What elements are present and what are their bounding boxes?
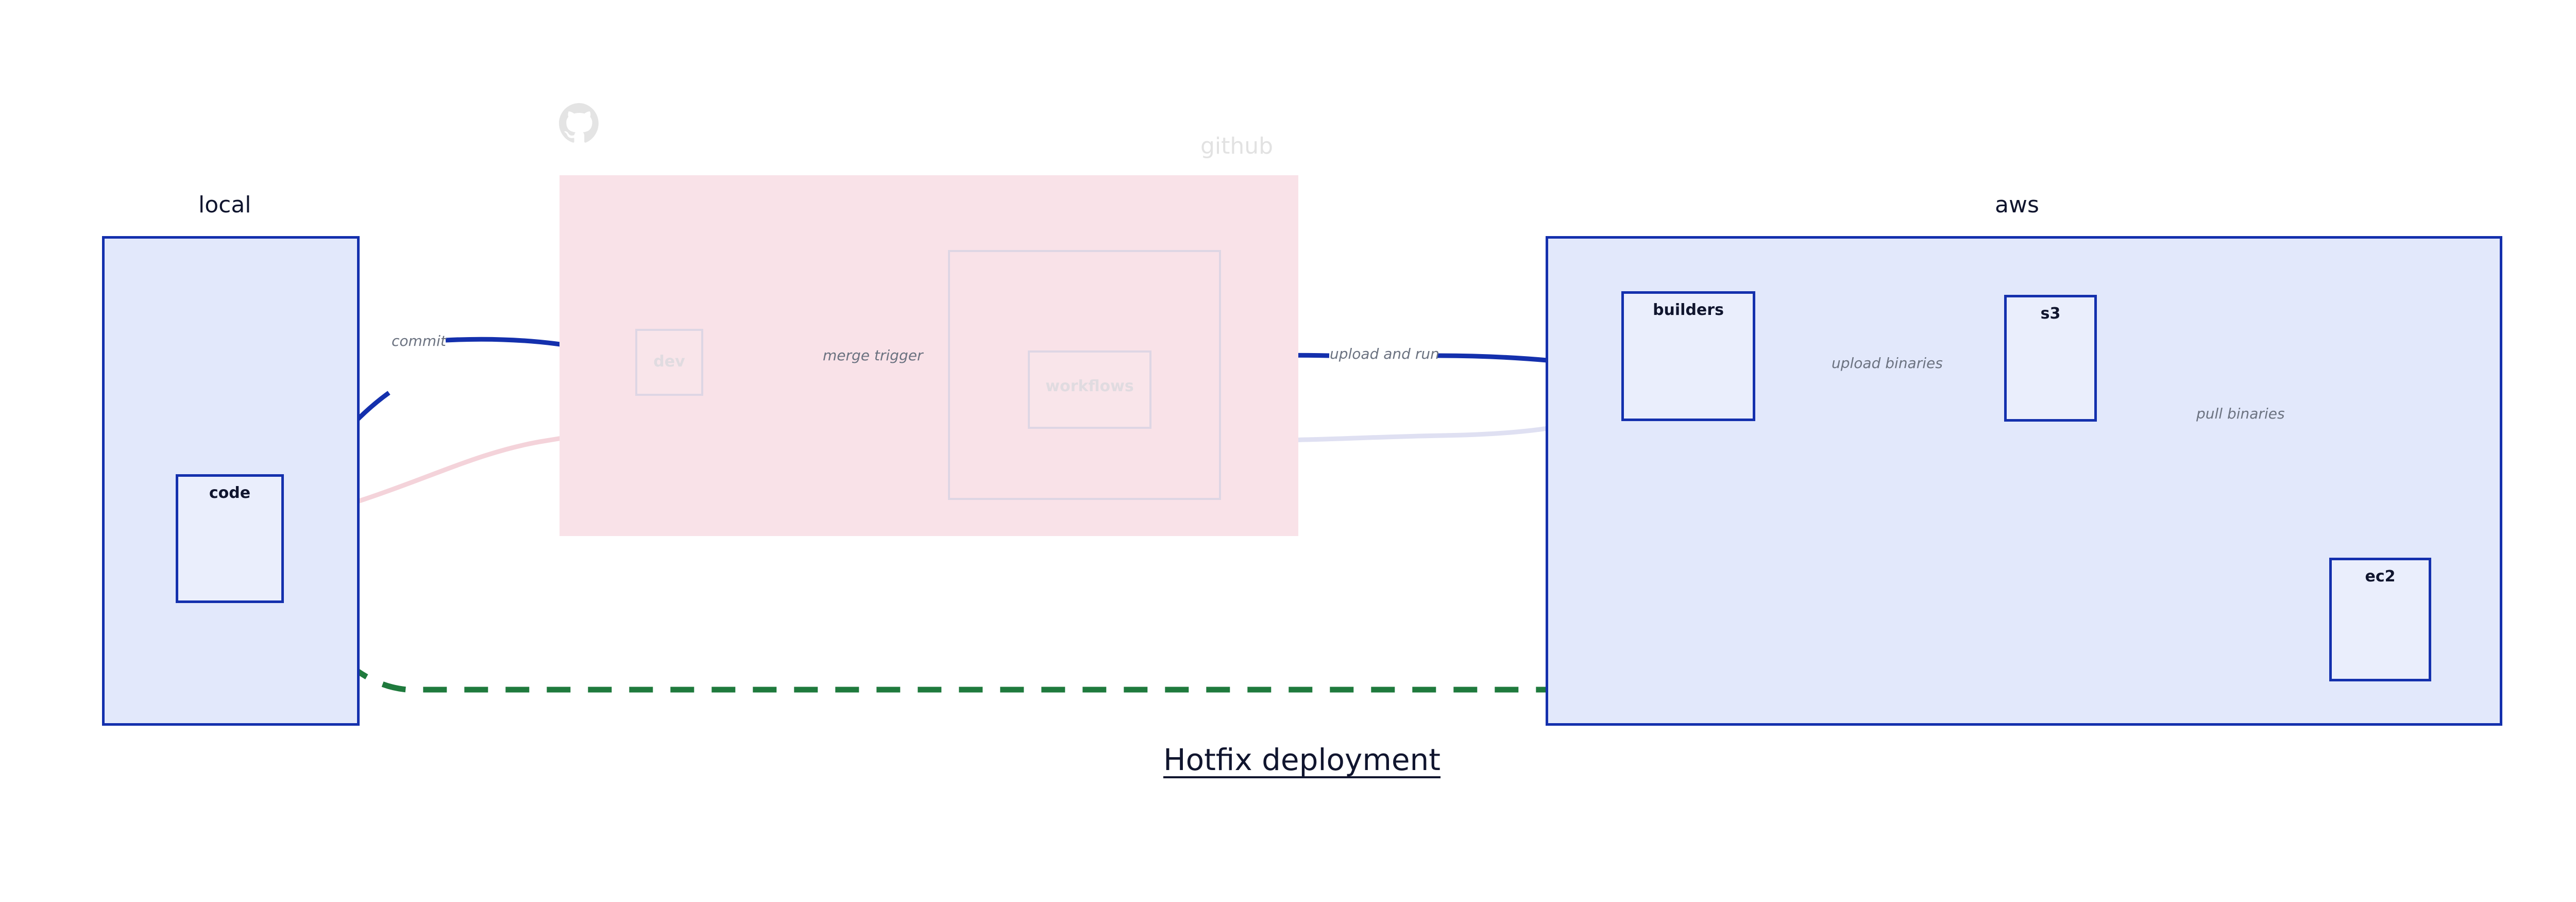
node-s3[interactable]: s3 xyxy=(2004,295,2097,422)
node-workflows: workflows xyxy=(1028,350,1151,429)
container-label-aws: aws xyxy=(1995,192,2039,218)
edge-label-merge-trigger: merge trigger xyxy=(823,347,923,364)
edge-label-upload-and-run: upload and run xyxy=(1330,345,1439,362)
edge-label-commit: commit xyxy=(392,332,446,349)
ghost-group-master xyxy=(948,250,1221,500)
edge-label-pull-binaries: pull binaries xyxy=(2196,405,2285,422)
node-code[interactable]: code xyxy=(176,474,284,603)
node-label-dev: dev xyxy=(653,353,685,371)
node-dev: dev xyxy=(635,329,703,396)
node-label-builders: builders xyxy=(1653,301,1724,319)
diagram-title: Hotfix deployment xyxy=(1163,742,1441,777)
node-builders[interactable]: builders xyxy=(1621,291,1755,421)
node-label-s3: s3 xyxy=(2040,305,2061,323)
github-octocat-icon xyxy=(559,103,599,143)
node-ec2[interactable]: ec2 xyxy=(2329,558,2431,681)
node-label-ec2: ec2 xyxy=(2365,567,2396,586)
node-label-code: code xyxy=(209,484,251,502)
container-label-github: github xyxy=(1200,133,1274,159)
container-label-local: local xyxy=(198,192,251,218)
node-label-workflows: workflows xyxy=(1045,377,1134,395)
container-github xyxy=(560,175,1298,536)
edge-label-upload-binaries: upload binaries xyxy=(1832,355,1943,372)
container-local xyxy=(102,236,360,726)
